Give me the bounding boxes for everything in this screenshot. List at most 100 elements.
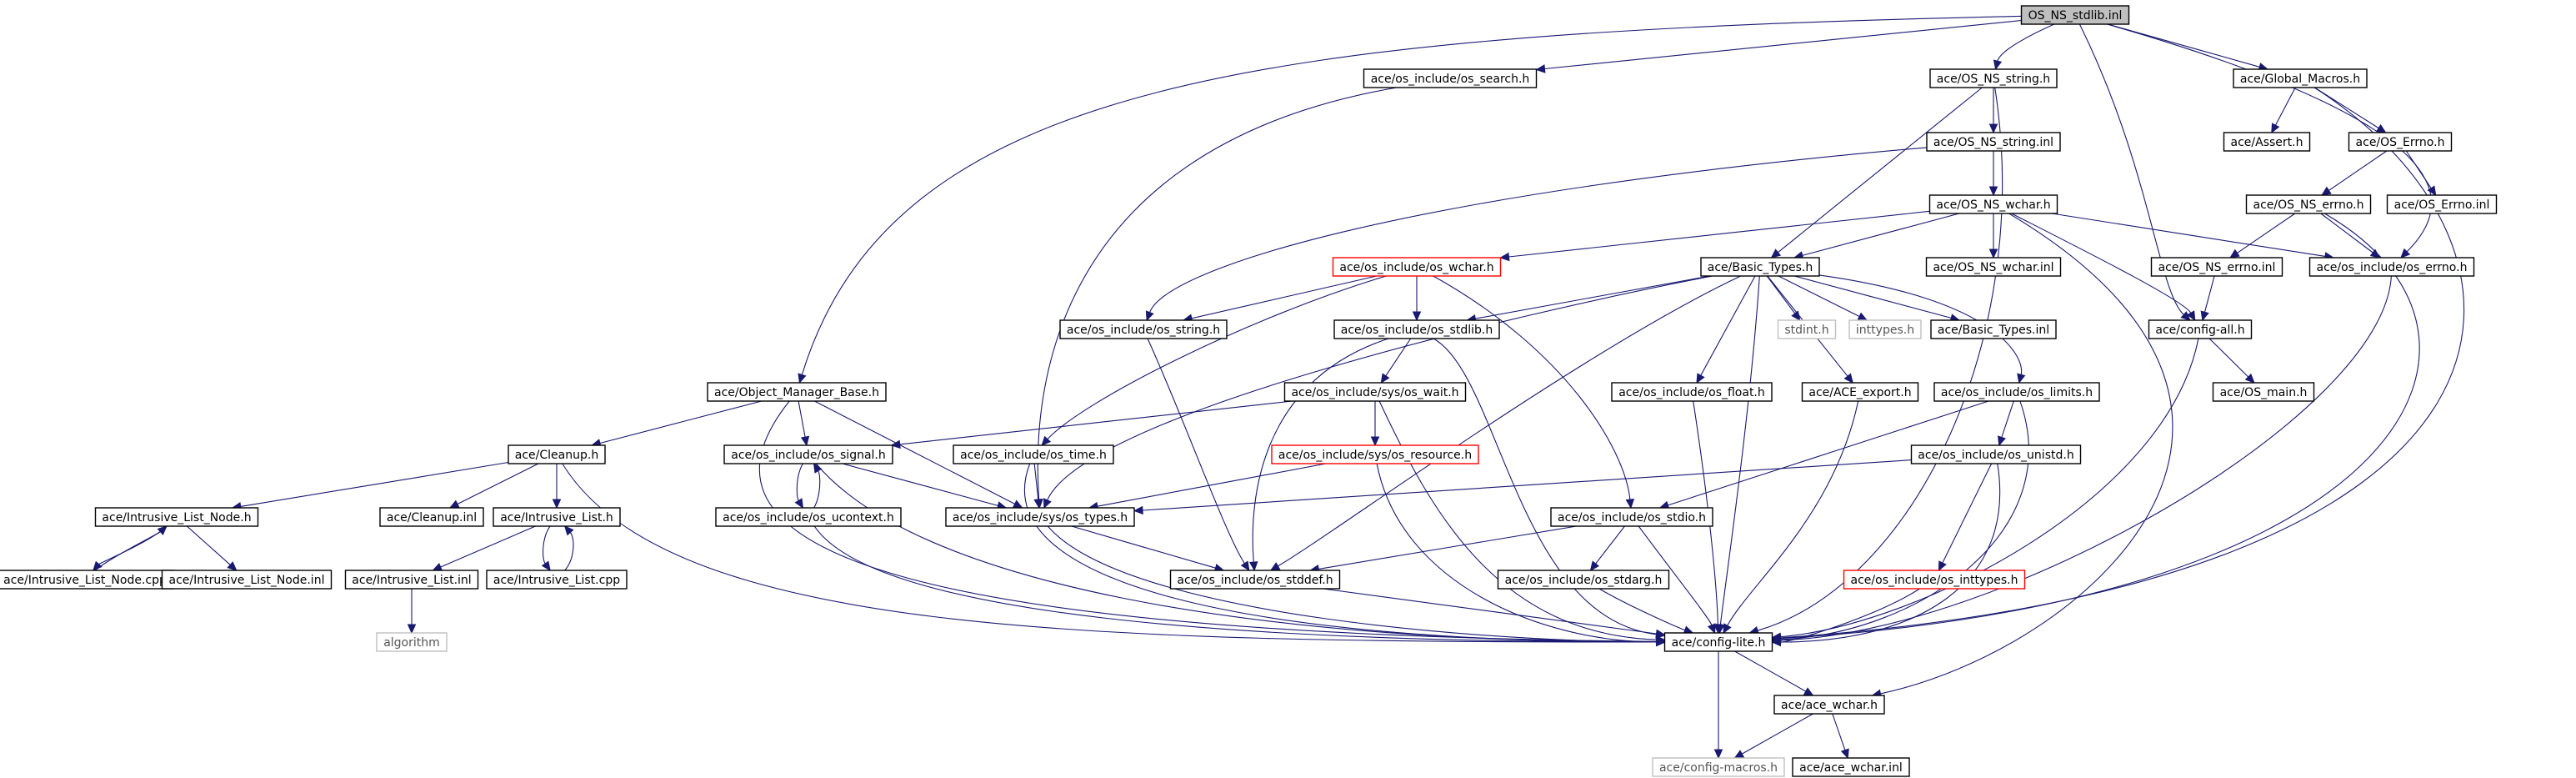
node-os-inttypes[interactable]: ace/os_include/os_inttypes.h xyxy=(1843,570,2026,590)
node-os-ucontext[interactable]: ace/os_include/os_ucontext.h xyxy=(715,507,902,527)
node-os-ns-wchar-h[interactable]: ace/OS_NS_wchar.h xyxy=(1928,194,2058,214)
edge-os_types-to-os_stddef xyxy=(1071,525,1225,573)
node-os-unistd[interactable]: ace/os_include/os_unistd.h xyxy=(1910,444,2082,464)
edge-os_unistd-to-os_inttypes xyxy=(1938,463,1993,572)
arrowhead-icon xyxy=(1589,560,1600,571)
node-box xyxy=(1333,319,1500,339)
node-os-limits[interactable]: ace/os_include/os_limits.h xyxy=(1933,382,2100,402)
node-label: ace/config-lite.h xyxy=(1672,636,1766,650)
arrowhead-icon xyxy=(2017,373,2026,384)
node-box xyxy=(2212,382,2315,402)
node-config-lite[interactable]: ace/config-lite.h xyxy=(1663,632,1773,652)
node-box xyxy=(1848,319,1922,339)
node-os-float[interactable]: ace/os_include/os_float.h xyxy=(1611,382,1773,402)
node-basic-types-inl[interactable]: ace/Basic_Types.inl xyxy=(1930,319,2057,339)
node-os-ns-errno-inl[interactable]: ace/OS_NS_errno.inl xyxy=(2150,257,2283,277)
edge-line xyxy=(814,400,1015,504)
node-os-ns-errno-h[interactable]: ace/OS_NS_errno.h xyxy=(2245,194,2372,214)
node-os-wchar[interactable]: ace/os_include/os_wchar.h xyxy=(1332,257,1502,277)
node-cleanup-h[interactable]: ace/Cleanup.h xyxy=(508,444,606,464)
node-os-stdio[interactable]: ace/os_include/os_stdio.h xyxy=(1550,507,1713,527)
node-os-stddef[interactable]: ace/os_include/os_stddef.h xyxy=(1169,570,1341,590)
arrowhead-icon xyxy=(1843,373,1853,384)
file-nodes: OS_NS_stdlib.inl ace/os_include/os_search… xyxy=(0,5,2498,777)
node-os-stdarg[interactable]: ace/os_include/os_stdarg.h xyxy=(1497,570,1670,590)
node-box xyxy=(2308,257,2475,277)
node-os-ns-string-inl[interactable]: ace/OS_NS_string.inl xyxy=(1926,132,2061,152)
edge-Intrusive_List_Node_cpp-to-Intrusive_List_Node_h xyxy=(94,525,168,571)
edge-os_stdio-to-os_stddef xyxy=(1309,525,1577,574)
node-os-types[interactable]: ace/os_include/sys/os_types.h xyxy=(945,507,1135,527)
node-ace-wchar-inl[interactable]: ace/ace_wchar.inl xyxy=(1792,757,1910,777)
edge-line xyxy=(2405,150,2432,189)
node-os-wait[interactable]: ace/os_include/sys/os_wait.h xyxy=(1283,382,1467,402)
node-os-stdlib[interactable]: ace/os_include/os_stdlib.h xyxy=(1333,319,1500,339)
edge-line xyxy=(94,531,161,571)
node-intrusive-list-inl[interactable]: ace/Intrusive_List.inl xyxy=(344,570,479,590)
arrowhead-icon xyxy=(2321,186,2332,196)
node-os-search[interactable]: ace/os_include/os_search.h xyxy=(1363,68,1538,88)
node-assert[interactable]: ace/Assert.h xyxy=(2223,132,2311,152)
node-os-signal[interactable]: ace/os_include/os_signal.h xyxy=(723,444,893,464)
edge-Global_Macros-to-config_lite xyxy=(1771,87,2465,643)
node-label: ace/ace_wchar.inl xyxy=(1799,761,1903,775)
node-intrusive-list-node-inl[interactable]: ace/Intrusive_List_Node.inl xyxy=(161,570,333,590)
node-os-ns-wchar-inl[interactable]: ace/OS_NS_wchar.inl xyxy=(1925,257,2062,277)
arrowhead-icon xyxy=(794,498,804,509)
node-os-errno[interactable]: ace/os_include/os_errno.h xyxy=(2308,257,2475,277)
node-label: ace/OS_Errno.inl xyxy=(2394,198,2490,212)
node-os-errno-inl[interactable]: ace/OS_Errno.inl xyxy=(2386,194,2498,214)
node-root[interactable]: OS_NS_stdlib.inl xyxy=(2020,5,2130,25)
edge-line xyxy=(1780,275,2392,641)
node-box xyxy=(94,507,259,527)
arrowhead-icon xyxy=(1625,499,1635,509)
edge-OS_NS_errno_h-to-os_errno xyxy=(2320,213,2381,258)
node-basic-types-h[interactable]: ace/Basic_Types.h xyxy=(1700,257,1820,277)
node-box xyxy=(2020,5,2130,25)
node-ace-wchar-h[interactable]: ace/ace_wchar.h xyxy=(1773,695,1885,715)
node-box xyxy=(2150,257,2283,277)
edge-line xyxy=(1278,275,1741,567)
node-label: ace/OS_NS_string.inl xyxy=(1933,136,2053,149)
node-label: ace/os_include/os_ucontext.h xyxy=(723,511,894,525)
node-object-manager-base[interactable]: ace/Object_Manager_Base.h xyxy=(707,382,887,402)
edge-os_wait-to-os_resource xyxy=(1370,401,1380,447)
arrowhead-icon xyxy=(1713,624,1723,635)
node-global-macros[interactable]: ace/Global_Macros.h xyxy=(2233,68,2368,88)
edge-line xyxy=(1191,275,1378,319)
edge-os_wchar-to-os_stdio xyxy=(1433,275,1635,509)
node-intrusive-list-node-cpp[interactable]: ace/Intrusive_List_Node.cpp xyxy=(0,570,174,590)
edge-Basic_Types_h-to-os_stdlib xyxy=(1466,275,1710,324)
edge-line xyxy=(1475,275,1710,319)
node-box xyxy=(1929,68,2058,88)
arrowhead-icon xyxy=(2200,310,2209,322)
node-intrusive-list-cpp[interactable]: ace/Intrusive_List.cpp xyxy=(486,570,628,590)
node-box xyxy=(1792,757,1910,777)
edge-line xyxy=(2274,87,2296,126)
node-cleanup-inl[interactable]: ace/Cleanup.inl xyxy=(379,507,484,527)
node-os-time[interactable]: ace/os_include/os_time.h xyxy=(953,444,1114,464)
node-box xyxy=(1652,757,1785,777)
node-os-main[interactable]: ace/OS_main.h xyxy=(2212,382,2315,402)
node-label: ace/os_include/os_stddef.h xyxy=(1177,574,1333,587)
edge-line xyxy=(1734,650,1807,692)
arrowhead-icon xyxy=(1770,248,1782,258)
node-os-resource[interactable]: ace/os_include/sys/os_resource.h xyxy=(1271,444,1479,464)
node-os-errno-h[interactable]: ace/OS_Errno.h xyxy=(2348,132,2453,152)
node-os-ns-string-h[interactable]: ace/OS_NS_string.h xyxy=(1929,68,2058,88)
arrowhead-icon xyxy=(1370,436,1380,447)
edge-config_all-to-OS_main xyxy=(2208,338,2255,384)
arrowhead-icon xyxy=(2375,123,2387,133)
node-intrusive-list-h[interactable]: ace/Intrusive_List.h xyxy=(493,507,621,527)
edge-os_wchar-to-os_string xyxy=(1182,275,1378,323)
edge-Basic_Types_h-to-inttypes xyxy=(1778,275,1868,321)
node-box xyxy=(344,570,479,590)
edge-os_signal-to-os_ucontext xyxy=(794,463,804,509)
node-os-string[interactable]: ace/os_include/os_string.h xyxy=(1059,319,1228,339)
arrowhead-icon xyxy=(800,435,810,447)
node-intrusive-list-node-h[interactable]: ace/Intrusive_List_Node.h xyxy=(94,507,259,527)
node-ace-export[interactable]: ace/ACE_export.h xyxy=(1801,382,1919,402)
node-config-all[interactable]: ace/config-all.h xyxy=(2148,319,2253,339)
node-box xyxy=(1801,382,1919,402)
